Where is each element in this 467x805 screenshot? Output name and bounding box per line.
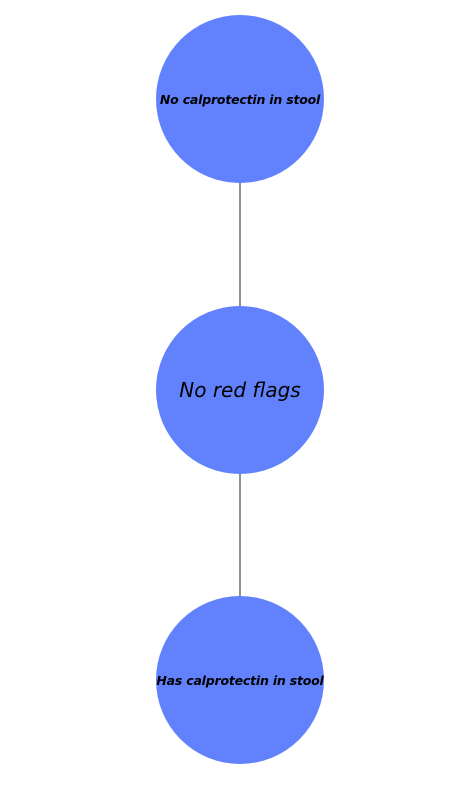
node-label-no-calprotectin: No calprotectin in stool [160,92,321,107]
node-no-calprotectin[interactable]: No calprotectin in stool [156,15,324,183]
node-circle [156,306,324,474]
node-label-no-red-flags: No red flags [179,378,300,402]
node-circle [156,15,324,183]
node-circle [156,596,324,764]
node-label-has-calprotectin: Has calprotectin in stool [156,673,324,688]
node-no-red-flags[interactable]: No red flags [156,306,324,474]
node-has-calprotectin[interactable]: Has calprotectin in stool [156,596,325,764]
